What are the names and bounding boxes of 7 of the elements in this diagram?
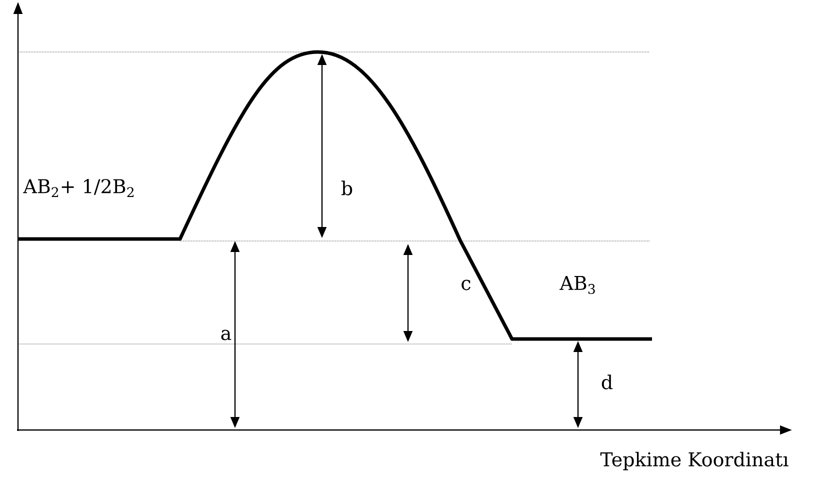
axis-title: Tepkime Koordinatı — [600, 452, 788, 470]
species-label: AB$_{2}$+ 1/2B$_{2}$ — [23, 179, 134, 198]
dimension-letter: d — [602, 374, 613, 390]
dimension-letter: a — [221, 330, 232, 340]
species-label: AB$_{3}$ — [560, 276, 595, 294]
dimension-letter: c — [462, 280, 470, 290]
dimension-letter: b — [341, 180, 352, 196]
